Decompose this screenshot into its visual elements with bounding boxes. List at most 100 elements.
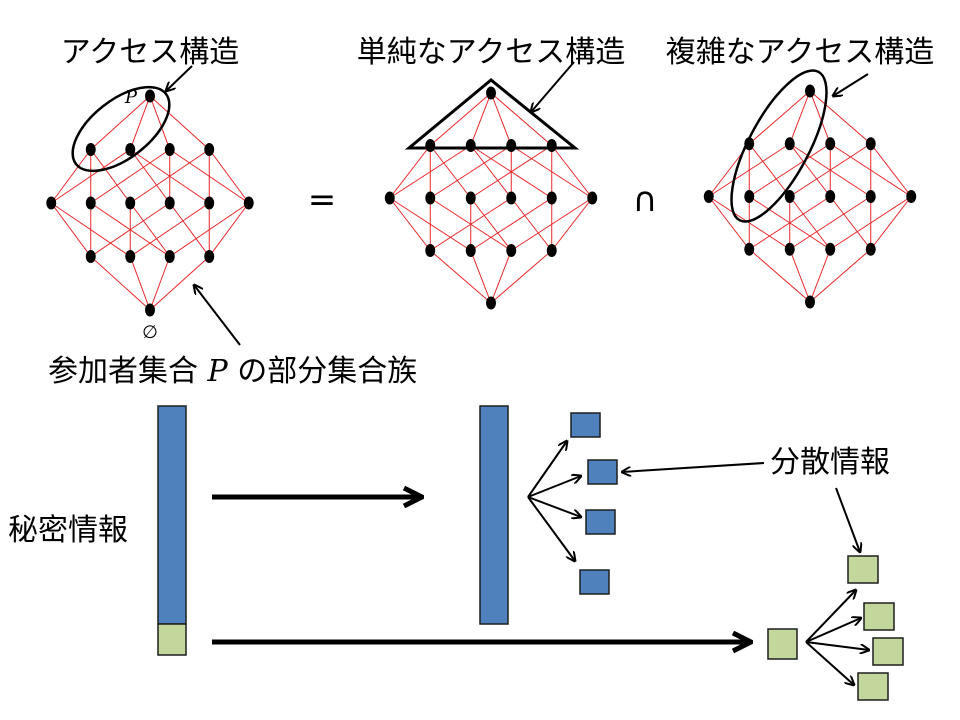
lattice-node — [145, 89, 155, 103]
lattice-edge — [470, 145, 512, 199]
lattice-node — [784, 242, 795, 256]
lattice-node — [865, 242, 876, 256]
lattice-node — [506, 139, 517, 152]
top-node-label-p: P — [124, 87, 138, 108]
lattice-complex-access — [703, 84, 917, 309]
label-subset-family-p: P — [207, 354, 229, 389]
lattice-edge — [50, 202, 92, 257]
lattice-node — [546, 139, 557, 152]
lattice-node — [465, 191, 476, 205]
green-fan-arrow-3 — [805, 641, 869, 650]
lattice-simple-access — [384, 86, 598, 310]
label-shares: 分散情報 — [770, 445, 890, 480]
shares-label-pointer-green — [835, 487, 860, 552]
lattice-edge — [149, 95, 210, 150]
lattice-edge — [429, 197, 512, 251]
lattice-node — [486, 296, 496, 310]
blue-fan-arrow-2 — [527, 476, 581, 498]
lattice-node — [425, 244, 436, 257]
lattice-node — [125, 250, 136, 263]
lattice-edge — [129, 202, 171, 257]
complex-access-pointer — [833, 73, 869, 96]
lattice-edge — [389, 145, 472, 199]
green-share-3 — [872, 637, 904, 666]
lattice-node — [906, 190, 917, 203]
lattice-edge — [708, 196, 750, 250]
lattice-edge — [708, 143, 791, 197]
shared-blue-bar — [479, 405, 509, 625]
lattice-node — [546, 244, 557, 257]
lattice-edge — [829, 196, 912, 250]
lattice-node — [587, 191, 598, 205]
lattice-edge — [748, 143, 791, 197]
lattice-node — [384, 191, 395, 205]
lattice-edge — [429, 92, 492, 146]
lattice-edge — [470, 197, 553, 251]
access-structure-pointer — [166, 65, 193, 91]
label-subset-family-post: の部分集合族 — [228, 354, 418, 389]
lattice-node — [865, 137, 876, 151]
blue-fan-arrow-3 — [527, 496, 581, 517]
lattice-edge — [169, 202, 210, 257]
lattice-edge — [748, 143, 831, 197]
blue-fan-arrow-1 — [527, 441, 567, 498]
lattice-edge — [129, 95, 151, 150]
lattice-node — [805, 84, 815, 98]
lattice-node — [204, 196, 215, 210]
lattice-edge — [149, 256, 210, 311]
lattice-node — [784, 137, 795, 151]
lattice-node — [703, 190, 714, 203]
family-pointer — [194, 285, 241, 346]
lattice-node — [164, 143, 175, 156]
lattice-node — [744, 242, 755, 256]
lattice-edge — [470, 197, 512, 251]
lattice-edge — [470, 92, 492, 146]
lattice-edge — [90, 202, 171, 257]
lattice-edge — [789, 143, 872, 197]
simple-access-pointer — [531, 61, 575, 112]
lattice-node — [425, 191, 436, 205]
lattice-edge — [149, 95, 171, 150]
lattice-edge — [789, 196, 872, 250]
label-secret: 秘密情報 — [8, 513, 128, 548]
lattice-node — [784, 190, 795, 203]
blue-share-3 — [585, 509, 616, 535]
lattice-edge — [748, 248, 811, 303]
lattice-node — [546, 191, 557, 205]
green-fan-arrow-1 — [805, 590, 856, 643]
blue-share-2 — [587, 459, 618, 485]
lattice-node — [125, 143, 136, 156]
secret-green-block — [157, 623, 187, 656]
lattice-node — [825, 242, 836, 256]
lattice-edge — [809, 249, 831, 303]
intersection-sign: ∩ — [633, 180, 658, 220]
lattice-edge — [129, 256, 151, 311]
lattice-access-structure — [46, 89, 254, 317]
lattice-node — [204, 143, 215, 156]
lattice-edge — [748, 90, 811, 145]
lattice-edge — [129, 149, 210, 204]
lattice-edge — [429, 250, 492, 304]
green-source-block — [767, 628, 798, 660]
lattice-edge — [510, 197, 553, 251]
lattice-node — [506, 191, 517, 205]
label-subset-family: 参加者集合 P の部分集合族 — [48, 354, 417, 389]
lattice-edge — [789, 196, 831, 250]
lattice-edge — [809, 90, 831, 144]
lattice-edge — [490, 250, 553, 304]
lattice-edge — [470, 145, 553, 199]
blue-share-4 — [579, 569, 610, 595]
lattice-edge — [809, 248, 872, 303]
lattice-edge — [789, 90, 811, 144]
lattice-node — [865, 190, 876, 203]
lattice-edge — [870, 196, 912, 250]
lattice-node — [465, 139, 476, 152]
lattice-edge — [748, 196, 831, 250]
lattice-edge — [90, 256, 151, 311]
shares-label-pointer-blue — [622, 462, 765, 472]
lattice-edge — [208, 149, 250, 204]
lattice-edge — [429, 145, 472, 199]
label-simple-access: 単純なアクセス構造 — [357, 35, 626, 70]
lattice-node — [164, 250, 175, 263]
